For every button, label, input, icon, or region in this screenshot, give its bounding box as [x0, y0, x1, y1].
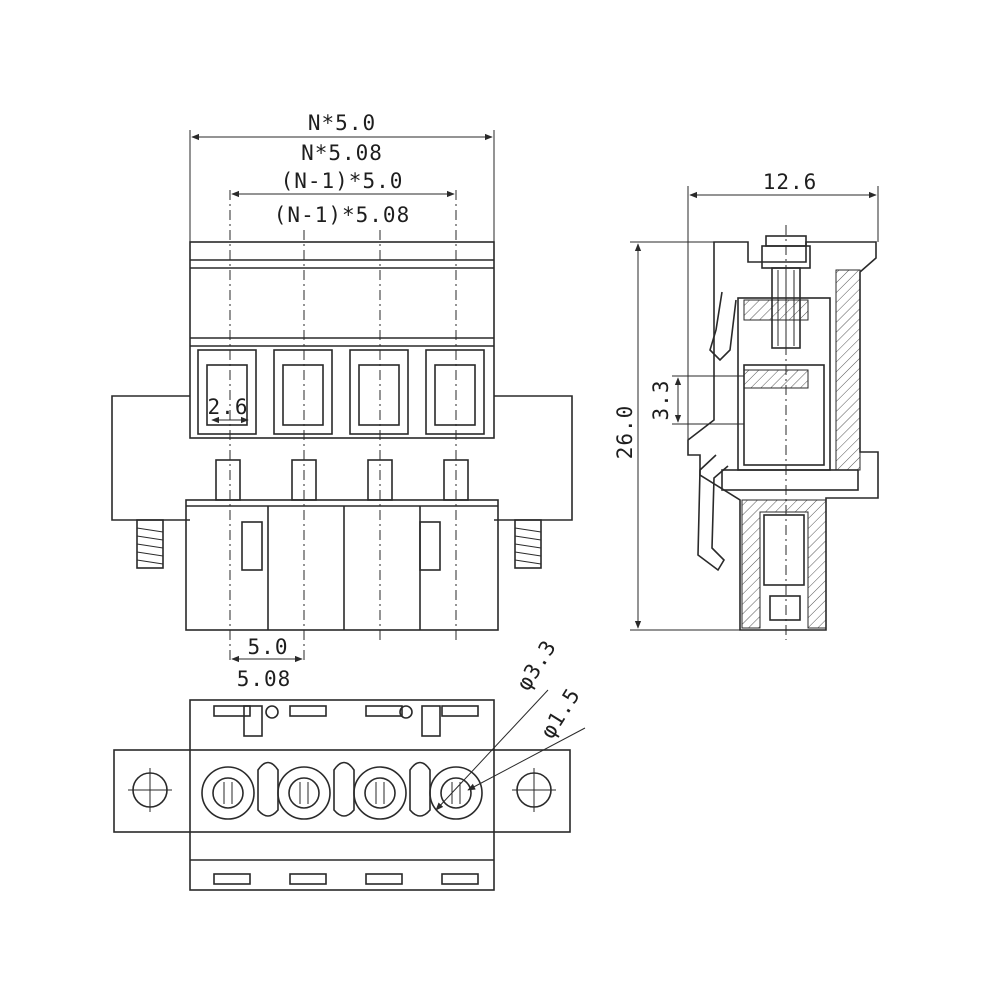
dim-n-5-08: N*5.08	[301, 141, 383, 165]
right-mount-hole	[512, 768, 556, 812]
front-view	[111, 190, 573, 660]
left-mount-hole	[128, 768, 172, 812]
dim-2-6: 2.6	[208, 395, 249, 419]
terminal-4	[429, 766, 483, 820]
side-view	[687, 225, 879, 640]
dim-n1-5-08: (N-1)*5.08	[274, 203, 410, 227]
wire-entries	[197, 349, 485, 435]
right-screw	[514, 519, 542, 569]
terminal-1	[201, 766, 255, 820]
dim-3-3: 3.3	[649, 380, 673, 421]
dim-dia-3-3: φ3.3	[512, 636, 561, 695]
dim-pitch-5-0: 5.0	[248, 635, 289, 659]
front-dimensions	[189, 130, 495, 663]
bottom-view	[113, 689, 586, 891]
dim-pitch-5-08: 5.08	[237, 667, 292, 691]
dim-26-0: 26.0	[613, 405, 637, 460]
left-screw	[136, 519, 164, 569]
terminal-2	[277, 766, 331, 820]
screw-tabs	[215, 459, 469, 501]
dim-12-6: 12.6	[763, 170, 818, 194]
side-dimensions	[630, 186, 879, 631]
dim-dia-1-5: φ1.5	[536, 684, 585, 743]
dim-n1-5-0: (N-1)*5.0	[281, 169, 404, 193]
dim-n-5-0: N*5.0	[308, 111, 376, 135]
terminal-3	[353, 766, 407, 820]
